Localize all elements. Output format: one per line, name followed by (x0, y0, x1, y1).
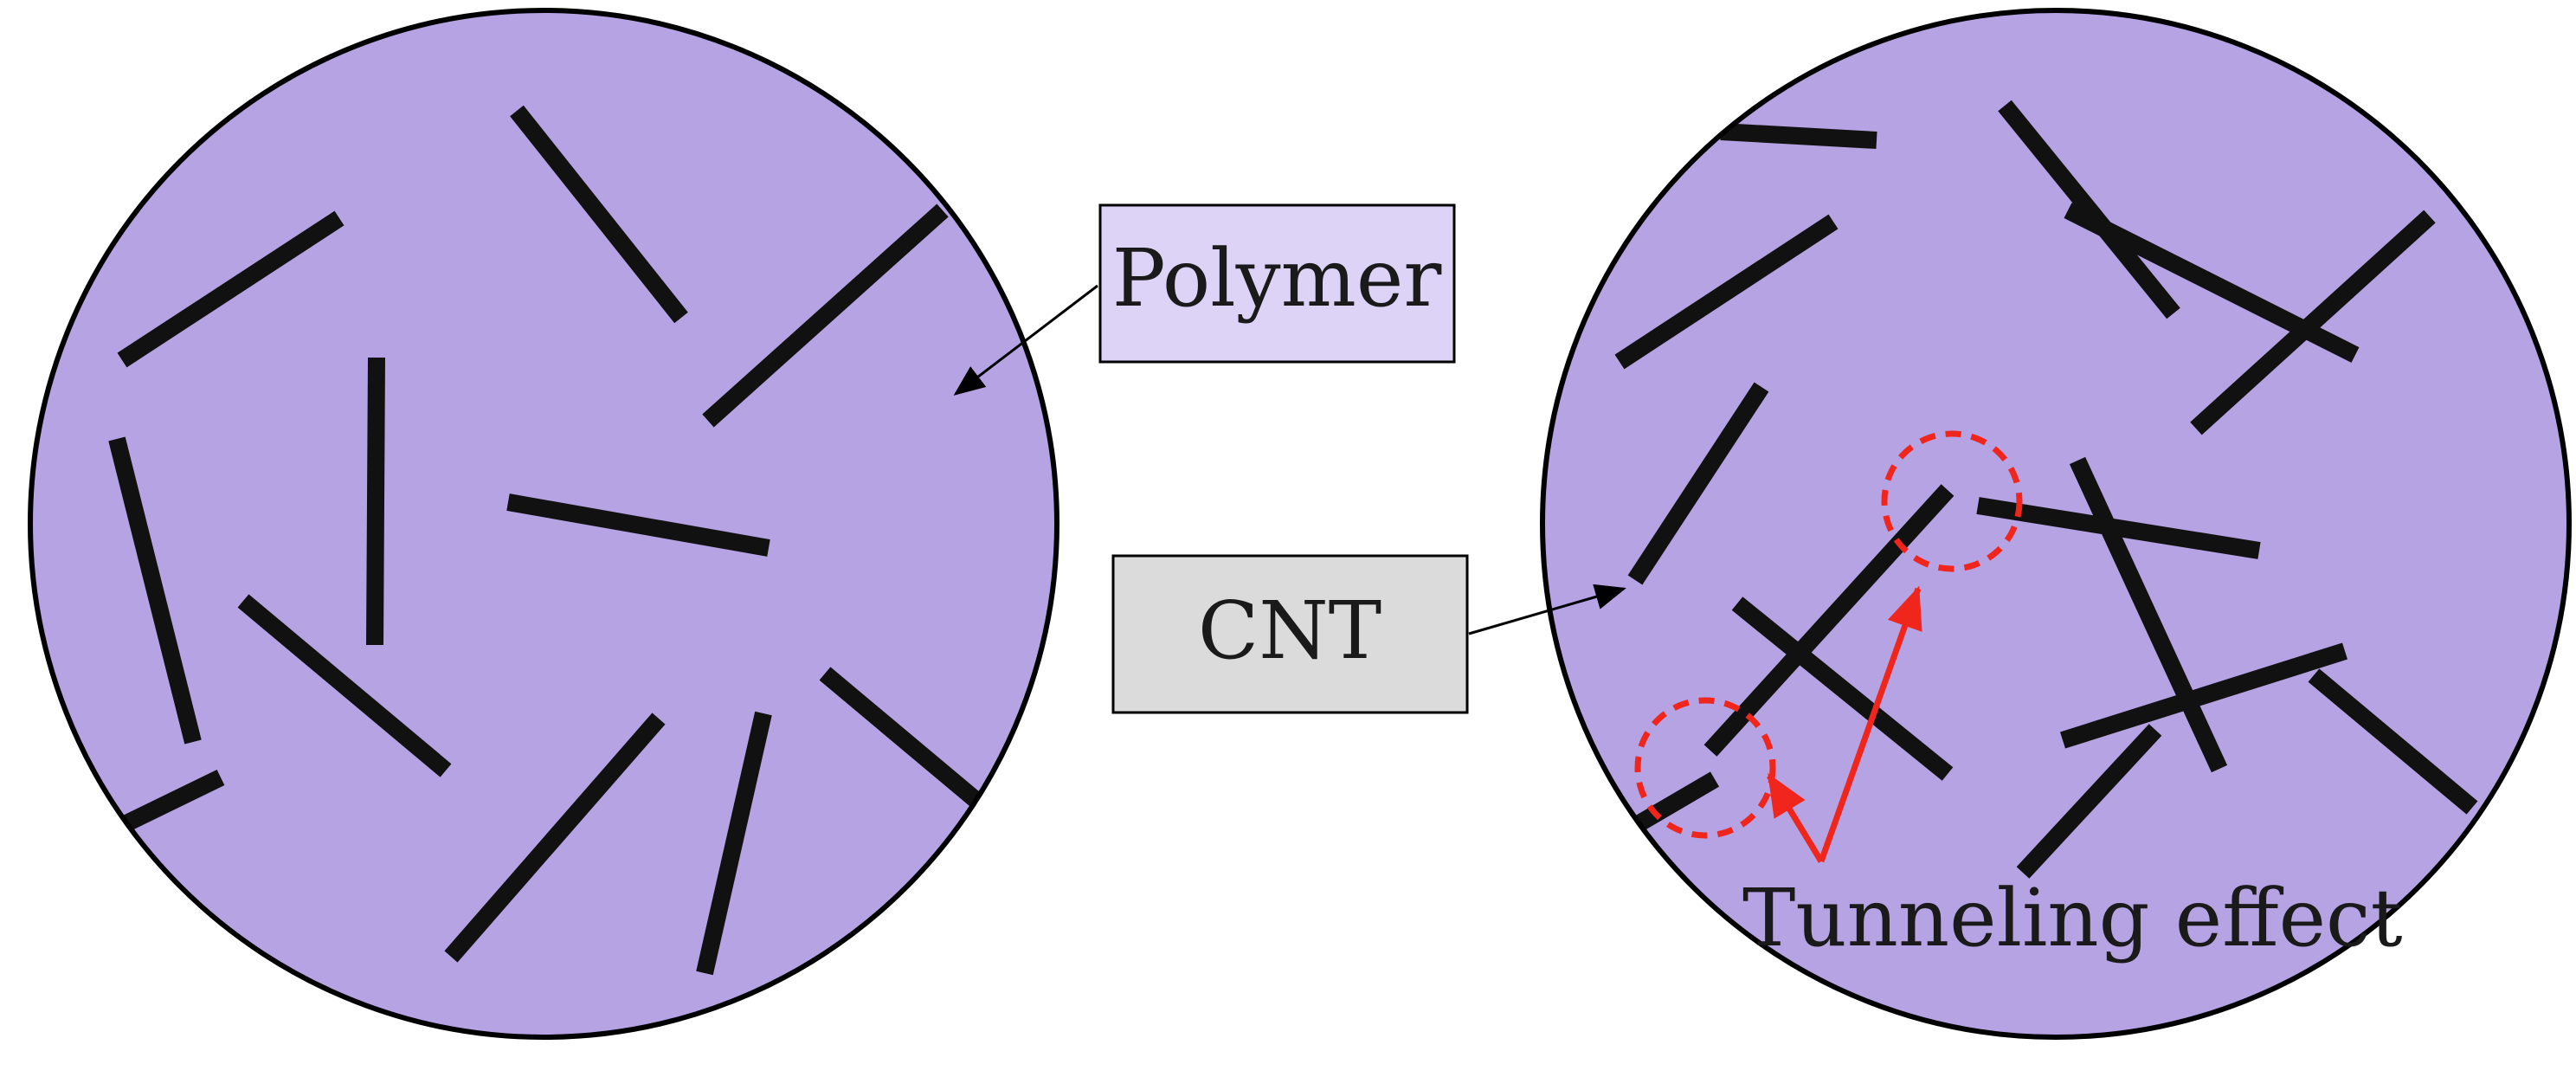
tunneling-effect-label: Tunneling effect (1742, 872, 2403, 964)
cnt-tube (108, 436, 202, 745)
cnt-tube (2069, 456, 2228, 773)
cnt-tube (444, 713, 666, 963)
cnt-pointer-arrow (1468, 584, 1626, 635)
cnt-tube (1720, 123, 1877, 149)
polymer-pointer-arrow (953, 284, 1098, 396)
cnt-tube (1731, 597, 1954, 781)
left-polymer-circle (28, 8, 1059, 1040)
cnt-tube (1998, 100, 2180, 319)
cnt-tube (510, 105, 688, 324)
polymer-label-box: Polymer (1098, 203, 1456, 364)
tunneling-arrow (1767, 773, 1824, 863)
cnt-tube (117, 210, 345, 368)
cnt-label: CNT (1198, 584, 1381, 677)
cnt-tube (119, 770, 225, 833)
cnt-tube (366, 357, 385, 646)
left-cnt-group (108, 105, 991, 976)
cnt-tube (1614, 214, 1839, 370)
cnt-tube (2190, 210, 2436, 435)
cnt-tube (2308, 668, 2478, 815)
cnt-tube (1627, 382, 1769, 585)
cnt-label-box: CNT (1111, 554, 1469, 714)
cnt-tube (819, 667, 991, 815)
cnt-tube (696, 711, 772, 976)
cnt-tube (1976, 497, 2261, 559)
right-cnt-group (1613, 100, 2478, 879)
cnt-tube (506, 493, 770, 557)
tunneling-site-marker (1881, 430, 2023, 572)
cnt-tube (2016, 724, 2162, 879)
cnt-tube (702, 203, 949, 428)
tunneling-site-marker (1634, 697, 1776, 839)
cnt-tube (2059, 642, 2348, 749)
tunneling-arrow (1818, 585, 1922, 863)
cnt-tube (237, 594, 452, 777)
polymer-label: Polymer (1112, 232, 1442, 325)
cnt-tube (1703, 484, 1955, 757)
